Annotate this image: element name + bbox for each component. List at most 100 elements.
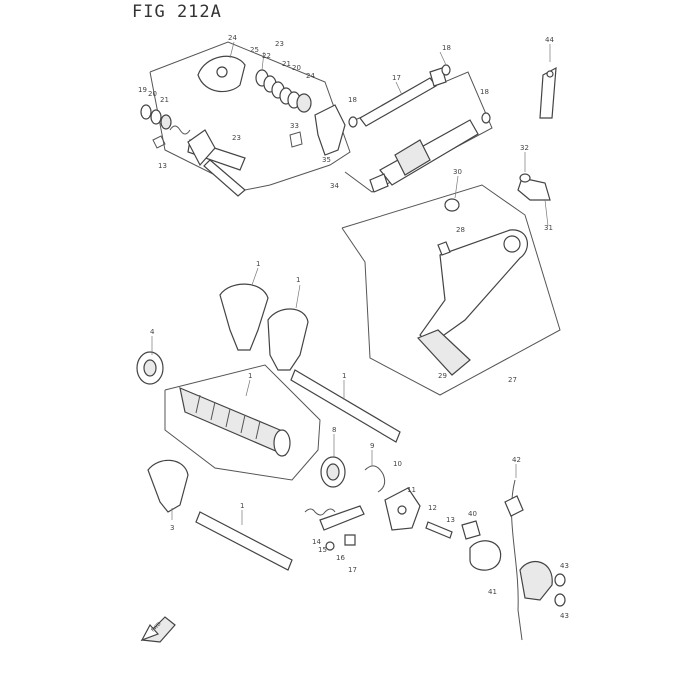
- shift-arm-hole: [216, 66, 228, 78]
- washer-16: [325, 541, 335, 551]
- switch-bolt-43b: [554, 593, 566, 607]
- callout-21a: 21: [282, 60, 291, 68]
- pivot-bolt: [517, 177, 551, 201]
- callout-13b: 13: [446, 516, 455, 524]
- callout-21b: 21: [160, 96, 169, 104]
- cam-center: [397, 505, 407, 515]
- pin-12: [425, 521, 453, 539]
- spring-10: [364, 465, 386, 493]
- callout-35: 35: [322, 156, 331, 164]
- callout-3: 3: [170, 524, 174, 532]
- callout-31: 31: [544, 224, 553, 232]
- clip: [152, 135, 166, 149]
- callout-1d: 1: [342, 372, 346, 380]
- callout-43a: 43: [560, 562, 569, 570]
- nut-18c: [481, 112, 491, 124]
- pedal-rubber: [416, 329, 471, 376]
- pin-44-hole: [546, 70, 554, 78]
- switch-body: [519, 561, 553, 601]
- fork-shaft-lower: [195, 511, 293, 571]
- callout-43b: 43: [560, 612, 569, 620]
- return-spring: [255, 69, 312, 113]
- callout-22: 22: [262, 52, 271, 60]
- callout-18a: 18: [442, 44, 451, 52]
- washer-30: [444, 198, 460, 212]
- pin-33: [289, 131, 303, 148]
- callout-18b: 18: [348, 96, 357, 104]
- callout-11: 11: [407, 486, 416, 494]
- callout-4: 4: [150, 328, 155, 336]
- shift-fork-2: [267, 308, 309, 371]
- pin-44: [539, 66, 557, 119]
- callout-40: 40: [468, 510, 477, 518]
- oil-seal-9-inner: [326, 463, 340, 481]
- bolt-28: [437, 241, 451, 256]
- switch-cover-40: [461, 520, 481, 540]
- nut-18a: [441, 64, 451, 76]
- shift-shaft-rod: [203, 159, 246, 197]
- callout-16: 16: [336, 554, 345, 562]
- link-sleeve: [394, 139, 431, 176]
- shift-pedal-assembly: [416, 173, 551, 376]
- callout-33: 33: [290, 122, 299, 130]
- pedal-group-outline: [341, 184, 561, 396]
- drum-grooves: [195, 394, 261, 440]
- callout-15: 15: [318, 546, 327, 554]
- shift-shaft-arm: [187, 129, 216, 167]
- callout-9: 9: [370, 442, 374, 450]
- stopper-spring: [304, 508, 336, 516]
- callout-17b: 17: [348, 566, 357, 574]
- leader-lines: [151, 41, 551, 525]
- callout-18c: 18: [480, 88, 489, 96]
- callout-1e: 1: [240, 502, 244, 510]
- callout-10: 10: [393, 460, 402, 468]
- switch-bolt-43a: [554, 573, 566, 587]
- shift-shaft-assembly: [140, 55, 346, 197]
- stopper-arm: [319, 505, 365, 531]
- shift-drum-assembly: [136, 351, 346, 488]
- callout-17a: 17: [392, 74, 401, 82]
- connector-42: [504, 495, 524, 517]
- callout-27: 27: [508, 376, 517, 384]
- upper-left-group-outline: [149, 41, 351, 191]
- shift-fork-1: [219, 283, 269, 351]
- callout-1a: 1: [256, 260, 260, 268]
- shift-drum: [179, 387, 286, 457]
- callout-20a: 20: [292, 64, 301, 72]
- callout-12: 12: [428, 504, 437, 512]
- callout-labels: 24 25 23 22 21 20 24 18 17 18 18 19 20 2…: [138, 34, 569, 620]
- callout-23b: 23: [232, 134, 241, 142]
- shift-drum-end: [273, 429, 291, 457]
- fork-shafts: [195, 369, 401, 571]
- shift-forks: [147, 283, 309, 513]
- bolt-17: [344, 534, 356, 546]
- gear-stopper-assembly: [304, 465, 453, 551]
- fork-shaft-upper: [290, 369, 401, 443]
- callout-1b: 1: [296, 276, 300, 284]
- shift-drum-group-outline: [164, 364, 321, 481]
- o-ring-41: [469, 540, 502, 571]
- shift-lever: [314, 104, 346, 156]
- group-outlines: [149, 41, 561, 481]
- callout-44: 44: [545, 36, 554, 44]
- switch-wire: [511, 479, 523, 641]
- pivot-washer: [519, 173, 531, 183]
- callout-20b: 20: [148, 90, 157, 98]
- callout-41: 41: [488, 588, 497, 596]
- shift-fork-3: [147, 459, 189, 513]
- callout-25: 25: [250, 46, 259, 54]
- callout-23a: 23: [275, 40, 284, 48]
- link-rod: [359, 77, 437, 127]
- ball-joint: [369, 173, 389, 193]
- shift-link: [379, 119, 479, 186]
- callout-13a: 13: [158, 162, 167, 170]
- figure-title: FIG 212A: [132, 2, 222, 22]
- nut-18b: [348, 116, 358, 128]
- callout-14: 14: [312, 538, 321, 546]
- callout-30: 30: [453, 168, 462, 176]
- callout-24a: 24: [228, 34, 237, 42]
- callout-24b: 24: [306, 72, 315, 80]
- gear-position-switch: [461, 479, 566, 641]
- callout-34: 34: [330, 182, 339, 190]
